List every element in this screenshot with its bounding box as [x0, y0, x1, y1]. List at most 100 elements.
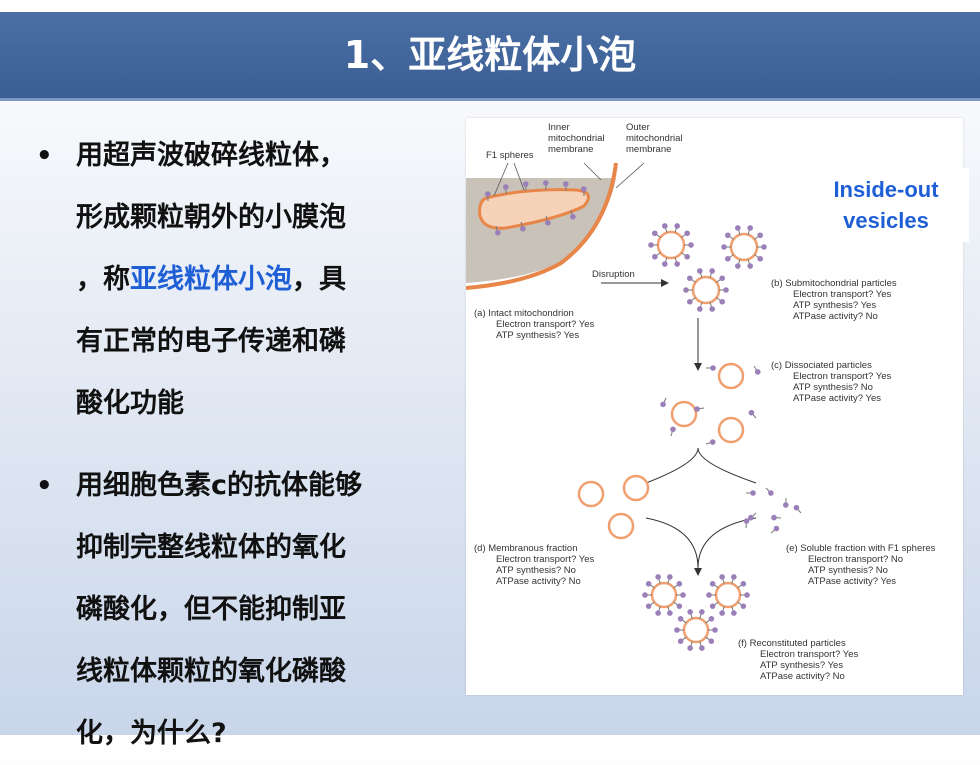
f1-sphere: [563, 181, 569, 187]
f1-sphere: [725, 256, 731, 262]
bullet-line: 用超声波破碎线粒体，: [76, 125, 450, 187]
f1-sphere: [771, 515, 777, 521]
bullet-line: 用细胞色素c的抗体能够: [76, 455, 450, 517]
bullet-dot: •: [36, 455, 53, 517]
f1-sphere: [699, 609, 705, 615]
f1-sphere: [678, 638, 684, 644]
f1-sphere: [683, 287, 689, 293]
f1-sphere: [768, 490, 774, 496]
f1-sphere: [687, 275, 693, 281]
f1-sphere: [660, 402, 666, 408]
bullet-text: ，具: [292, 264, 346, 295]
f1-sphere: [741, 603, 747, 609]
f1-sphere: [667, 610, 673, 616]
f1-sphere: [757, 232, 763, 238]
bullet-line: 线粒体颗粒的氧化磷酸: [76, 641, 450, 703]
inner-membrane-label: Inner mitochondrial membrane: [548, 122, 605, 155]
bullet-line: 化，为什么?: [76, 703, 450, 765]
label-line: Electron transport? Yes: [738, 649, 858, 660]
f1-label: F1 spheres: [486, 150, 534, 161]
f1-sphere: [721, 244, 727, 250]
panel-c-label: (c) Dissociated particles Electron trans…: [771, 360, 891, 404]
f1-sphere: [687, 609, 693, 615]
vesicle: [672, 402, 696, 426]
panel-title: (a) Intact mitochondrion: [474, 308, 594, 319]
f1-sphere: [523, 181, 529, 187]
f1-sphere: [783, 502, 789, 508]
label-line: Electron transport? Yes: [771, 371, 891, 382]
slide-title: 1、亚线粒体小泡: [0, 12, 980, 98]
highlight-term: 亚线粒体小泡: [130, 264, 292, 295]
f1-sphere: [744, 592, 750, 598]
panel-title: (e) Soluble fraction with F1 spheres: [786, 543, 935, 554]
bullet-dot: •: [36, 125, 53, 187]
bullet-line: 有正常的电子传递和磷: [76, 311, 450, 373]
f1-sphere: [735, 263, 741, 269]
f1-sphere: [680, 592, 686, 598]
panel-title: (f) Reconstituted particles: [738, 638, 858, 649]
f1-sphere: [750, 490, 756, 496]
f1-sphere: [719, 610, 725, 616]
f1-sphere: [755, 369, 761, 375]
f1-sphere: [684, 254, 690, 260]
label-line: ATP synthesis? Yes: [738, 660, 858, 671]
f1-sphere: [652, 230, 658, 236]
f1-sphere: [687, 645, 693, 651]
f1-sphere: [670, 426, 676, 432]
bullet-line: 抑制完整线粒体的氧化: [76, 517, 450, 579]
f1-sphere: [699, 645, 705, 651]
f1-sphere: [667, 574, 673, 580]
f1-sphere: [520, 226, 526, 232]
f1-sphere: [648, 242, 654, 248]
f1-sphere: [735, 225, 741, 231]
panel-a-label: (a) Intact mitochondrion Electron transp…: [474, 308, 594, 341]
f1-sphere: [697, 306, 703, 312]
f1-sphere: [774, 526, 780, 532]
f1-sphere: [543, 180, 549, 186]
arrow-head: [661, 279, 669, 287]
f1-sphere: [706, 592, 712, 598]
f1-sphere: [761, 244, 767, 250]
f1-sphere: [723, 287, 729, 293]
label-line: Electron transport? Yes: [474, 319, 594, 330]
label-line: mitochondrial: [626, 133, 683, 144]
f1-sphere: [688, 242, 694, 248]
f1-sphere: [741, 581, 747, 587]
label-line: ATP synthesis? No: [771, 382, 891, 393]
f1-sphere: [677, 581, 683, 587]
f1-sphere: [674, 627, 680, 633]
f1-sphere: [495, 230, 501, 236]
bullet-line: 磷酸化，但不能抑制亚: [76, 579, 450, 641]
label-line: ATP synthesis? Yes: [771, 300, 897, 311]
top-band: [0, 0, 980, 12]
f1-sphere: [655, 574, 661, 580]
f1-sphere: [662, 223, 668, 229]
f1-sphere: [709, 616, 715, 622]
f1-sphere: [719, 275, 725, 281]
callout-line: vesicles: [803, 205, 969, 236]
f1-sphere: [747, 263, 753, 269]
vesicle: [693, 277, 719, 303]
label-line: Electron transport? Yes: [474, 554, 594, 565]
f1-sphere: [712, 627, 718, 633]
f1-sphere: [709, 306, 715, 312]
vesicle: [658, 232, 684, 258]
f1-sphere: [674, 261, 680, 267]
f1-sphere: [674, 223, 680, 229]
inside-out-callout: Inside-out vesicles: [803, 168, 969, 242]
f1-sphere: [677, 603, 683, 609]
label-line: Electron transport? No: [786, 554, 935, 565]
f1-sphere: [503, 184, 509, 190]
vesicle: [719, 364, 743, 388]
panel-e-label: (e) Soluble fraction with F1 spheres Ele…: [786, 543, 935, 587]
vesicle: [731, 234, 757, 260]
f1-sphere: [678, 616, 684, 622]
panel-title: (b) Submitochondrial particles: [771, 278, 897, 289]
f1-sphere: [570, 214, 576, 220]
label-line: membrane: [548, 144, 605, 155]
f1-sphere: [545, 220, 551, 226]
bullet-1: • 用超声波破碎线粒体， 形成颗粒朝外的小膜泡 ，称亚线粒体小泡，具 有正常的电…: [30, 125, 450, 435]
f1-sphere: [684, 230, 690, 236]
f1-sphere: [749, 410, 755, 416]
panel-b-label: (b) Submitochondrial particles Electron …: [771, 278, 897, 322]
